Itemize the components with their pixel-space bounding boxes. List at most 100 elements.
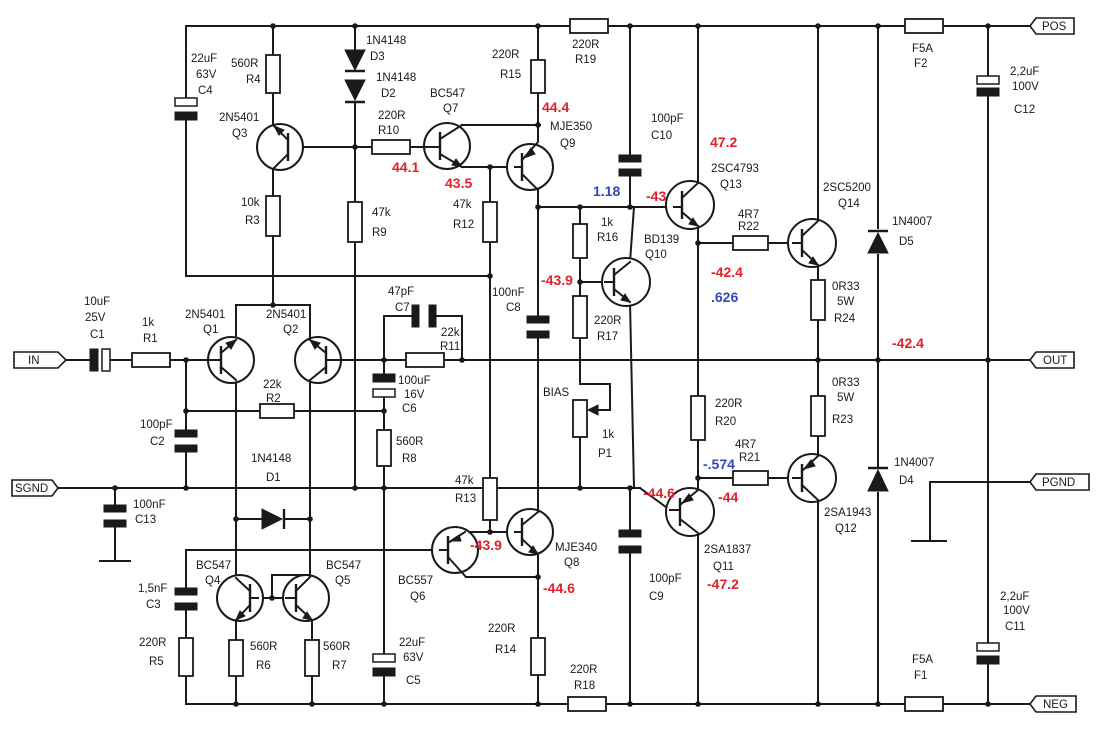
label-R18-value: 220R	[570, 664, 598, 676]
voltage-q11-collector: -47.2	[707, 576, 739, 592]
port-pos-label: POS	[1042, 21, 1067, 33]
label-R22-value: 4R7	[738, 209, 759, 221]
component-labels: 22uF 63V C4 560R R4 2N5401 Q3 10k R3 1N4…	[84, 35, 1039, 692]
resistor-R6	[228, 639, 244, 677]
label-R8-ref: R8	[402, 453, 417, 465]
label-C1-rating: 25V	[85, 312, 106, 324]
transistor-Q6	[431, 526, 479, 579]
label-C11-value: 2,2uF	[1000, 591, 1029, 603]
capacitor-C5	[372, 653, 396, 677]
port-pgnd: PGND	[1029, 473, 1090, 491]
label-Q7-type: BC547	[430, 88, 465, 100]
capacitor-C9	[618, 529, 642, 554]
label-R10-value: 220R	[378, 110, 406, 122]
voltage-q11-base: -44.6	[643, 485, 675, 501]
transistor-Q10	[601, 257, 651, 307]
capacitor-C8	[526, 315, 550, 339]
label-D1-type: 1N4148	[251, 453, 291, 465]
resistor-R14	[530, 637, 546, 676]
resistor-R15	[530, 59, 546, 94]
label-R20-ref: R20	[715, 416, 736, 428]
label-C2-value: 100pF	[140, 419, 173, 431]
label-D4-ref: D4	[899, 475, 914, 487]
transistor-Q14	[787, 218, 837, 268]
port-neg-label: NEG	[1043, 699, 1068, 711]
ports: POS OUT PGND NEG IN SGND	[11, 17, 1090, 713]
diode-D5	[867, 229, 889, 254]
port-sgnd: SGND	[11, 479, 59, 497]
label-R12-value: 47k	[453, 199, 472, 211]
resistor-R1	[131, 352, 171, 368]
label-R8-value: 560R	[396, 436, 424, 448]
label-C10-ref: C10	[651, 130, 672, 142]
resistor-R9	[347, 201, 363, 243]
label-R16-value: 1k	[601, 217, 613, 229]
port-sgnd-label: SGND	[15, 483, 48, 495]
label-Q3-type: 2N5401	[219, 112, 259, 124]
label-Q14-type: 2SC5200	[823, 182, 871, 194]
label-F2-value: F5A	[912, 43, 933, 55]
label-R1-ref: R1	[143, 333, 158, 345]
voltage-q10-collector: -43.9	[541, 272, 573, 288]
label-C10-value: 100pF	[651, 113, 684, 125]
label-Q4-type: BC547	[196, 560, 231, 572]
label-Q1-ref: Q1	[203, 324, 218, 336]
label-R1-value: 1k	[142, 317, 154, 329]
label-C11-rating: 100V	[1003, 605, 1030, 617]
label-R4-value: 560R	[231, 58, 259, 70]
label-Q5-ref: Q5	[335, 575, 350, 587]
label-R4-ref: R4	[246, 74, 261, 86]
label-R11-value: 22k	[441, 327, 460, 339]
label-Q2-type: 2N5401	[266, 309, 306, 321]
resistor-R20	[690, 395, 706, 441]
capacitor-C1	[89, 348, 111, 372]
junction-dots	[112, 23, 991, 707]
label-R9-value: 47k	[372, 207, 391, 219]
label-R10-ref: R10	[378, 125, 399, 137]
label-C4-rating: 63V	[196, 69, 217, 81]
label-P1-value: 1k	[602, 429, 614, 441]
label-R19-ref: R19	[575, 54, 596, 66]
label-Q7-ref: Q7	[443, 103, 458, 115]
label-Q13-type: 2SC4793	[711, 163, 759, 175]
label-D4-type: 1N4007	[894, 457, 934, 469]
label-C1-ref: C1	[90, 329, 105, 341]
label-Q12-type: 2SA1943	[824, 507, 871, 519]
label-C4-ref: C4	[198, 85, 213, 97]
resistor-R11	[405, 352, 445, 368]
label-R12-ref: R12	[453, 219, 474, 231]
resistor-R17	[572, 295, 588, 339]
pot-wiper-arrow	[586, 404, 599, 416]
label-C4-value: 22uF	[191, 53, 217, 65]
resistor-R21	[732, 470, 769, 486]
label-R19-value: 220R	[572, 39, 600, 51]
transistor-Q11	[665, 487, 715, 537]
label-R17-ref: R17	[597, 331, 618, 343]
resistor-R16	[572, 223, 588, 259]
port-out-label: OUT	[1043, 355, 1067, 367]
label-Q10-type: BD139	[644, 234, 679, 246]
label-D3-ref: D3	[370, 51, 385, 63]
resistor-R23	[810, 395, 826, 437]
label-C3-value: 1,5nF	[138, 583, 167, 595]
capacitor-C7	[411, 304, 437, 328]
port-pos: POS	[1029, 17, 1075, 35]
label-C8-ref: C8	[506, 302, 521, 314]
diode-D2	[344, 79, 366, 104]
label-C8-value: 100nF	[492, 287, 525, 299]
capacitors	[89, 75, 1000, 677]
label-C13-value: 100nF	[133, 499, 166, 511]
label-C9-ref: C9	[649, 591, 664, 603]
label-C7-ref: C7	[395, 302, 410, 314]
voltage-r21: -44	[718, 489, 738, 505]
resistor-R22	[732, 235, 769, 251]
label-R5-value: 220R	[139, 637, 167, 649]
label-C6-ref: C6	[402, 403, 417, 415]
transistor-Q2	[294, 336, 342, 384]
port-neg: NEG	[1029, 695, 1077, 713]
label-Q6-ref: Q6	[410, 591, 425, 603]
label-C2-ref: C2	[150, 436, 165, 448]
label-R14-value: 220R	[488, 623, 516, 635]
label-C5-ref: C5	[406, 675, 421, 687]
